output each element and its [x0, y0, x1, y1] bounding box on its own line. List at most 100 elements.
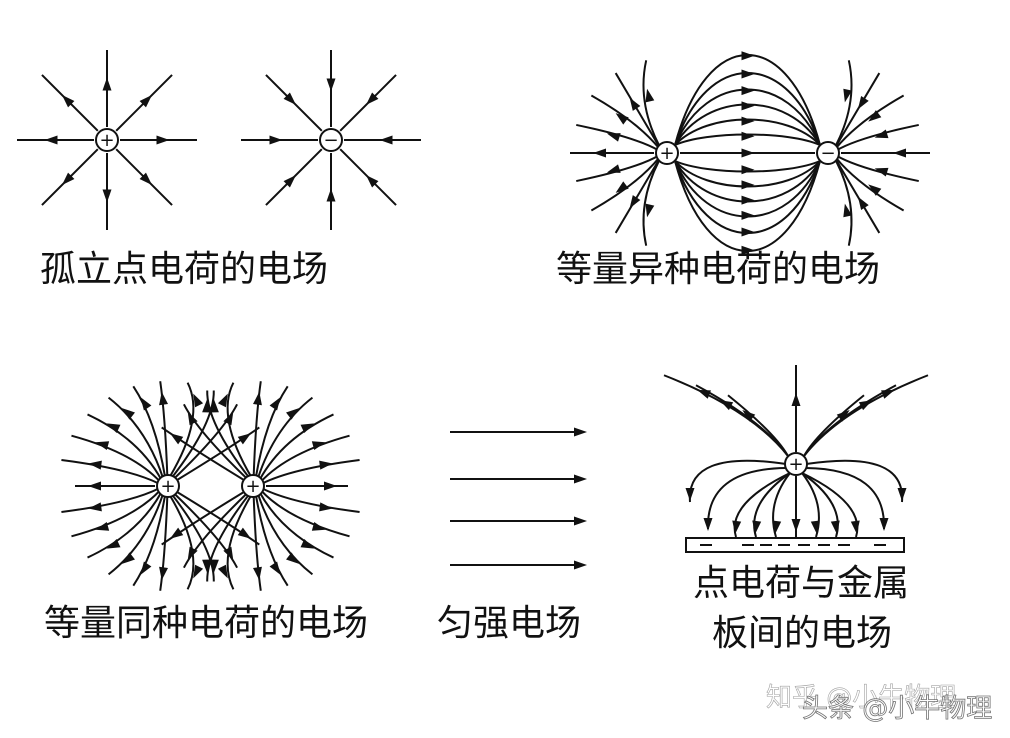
same-field-line: [254, 494, 289, 587]
field-arrow: [574, 560, 587, 570]
field-arrow: [121, 552, 135, 564]
plate-field-line: [801, 472, 820, 538]
field-arrow: [857, 196, 869, 211]
field-arrow: [574, 474, 587, 484]
field-arrow: [791, 393, 801, 406]
field-arrow: [741, 116, 755, 126]
same-field-line: [132, 494, 167, 587]
svg-text:−: −: [323, 130, 338, 151]
caption-isolated: 孤立点电荷的电场: [40, 249, 328, 290]
positive-charge-left-pair: +: [156, 474, 180, 498]
positive-charge-plate: +: [784, 452, 808, 476]
uniform-field-diagram: [450, 427, 587, 570]
field-arrow: [140, 397, 152, 411]
svg-text:+: +: [788, 454, 803, 475]
field-arrow: [843, 203, 853, 218]
field-arrow: [893, 148, 906, 158]
same-field-line: [252, 494, 262, 591]
same-field-line: [261, 487, 360, 513]
field-arrow: [319, 502, 333, 512]
plate-field-line: [663, 374, 789, 457]
same-field-line: [61, 487, 160, 513]
same-field-line: [183, 403, 249, 480]
plate-field-line: [801, 472, 859, 538]
field-arrow: [62, 95, 75, 108]
field-arrow: [615, 181, 629, 193]
outer-field-line: [835, 123, 919, 152]
field-arrow: [752, 520, 762, 534]
field-arrow: [574, 516, 587, 526]
same-field-line: [161, 426, 247, 482]
field-arrow: [741, 210, 755, 220]
negative-charge-isolated: −: [319, 128, 343, 152]
svg-text:+: +: [245, 476, 260, 497]
field-arrow: [269, 397, 281, 411]
field-arrow: [269, 561, 281, 575]
dipole-field-line: [674, 160, 821, 252]
same-field-line: [71, 489, 161, 538]
field-arrow: [741, 180, 755, 190]
field-arrow: [300, 539, 315, 549]
field-arrow: [741, 148, 755, 158]
field-arrow: [283, 175, 296, 188]
outer-field-line: [835, 159, 881, 234]
field-arrow: [223, 411, 234, 426]
same-field-line: [107, 493, 165, 576]
field-arrow: [311, 522, 326, 531]
outer-field-line: [590, 157, 660, 212]
field-arrow: [629, 195, 641, 209]
field-arrow: [326, 78, 336, 92]
field-arrow: [742, 409, 756, 422]
field-arrow: [685, 488, 695, 501]
field-arrow: [237, 433, 252, 445]
plate-field-line: [803, 374, 929, 457]
caption-plate-line1: 点电荷与金属: [693, 563, 909, 604]
field-arrow: [703, 518, 713, 531]
same-field-line: [252, 381, 262, 478]
field-arrow: [741, 195, 755, 205]
field-arrow: [741, 101, 755, 111]
field-arrow: [202, 399, 212, 413]
same-field-line: [174, 426, 260, 482]
same-field-line: [260, 434, 350, 483]
field-arrow: [156, 135, 170, 145]
outer-field-line: [835, 160, 853, 246]
field-arrow: [366, 175, 379, 188]
caption-opposite: 等量异种电荷的电场: [556, 249, 880, 290]
isolated-charges-diagram: [17, 50, 421, 230]
field-arrow: [319, 460, 333, 470]
outer-field-line: [835, 157, 905, 212]
positive-charge-isolated: +: [95, 128, 119, 152]
field-arrow: [615, 113, 629, 125]
field-arrow: [874, 167, 889, 177]
field-arrow: [193, 564, 204, 579]
field-arrow: [209, 559, 219, 573]
plate-field-line: [688, 459, 787, 503]
same-field-line: [174, 490, 260, 546]
field-arrow: [193, 393, 204, 408]
field-arrow: [697, 389, 711, 399]
positive-charge-dipole: +: [655, 141, 679, 165]
field-arrow: [791, 519, 801, 532]
field-arrow: [187, 411, 198, 426]
outer-field-line: [642, 160, 660, 246]
same-field-line: [170, 493, 215, 582]
field-arrow: [772, 520, 782, 534]
same-field-line: [172, 492, 238, 569]
same-field-line: [256, 493, 314, 576]
field-arrow: [140, 561, 152, 575]
field-arrow: [741, 245, 755, 255]
plate-field-line: [733, 472, 791, 538]
field-arrow: [253, 566, 262, 581]
same-field-line: [159, 494, 169, 591]
same-field-line: [172, 403, 238, 480]
same-field-line: [258, 491, 334, 559]
field-arrow: [95, 441, 110, 450]
field-arrow: [857, 95, 869, 110]
field-arrow: [223, 546, 234, 561]
field-arrow: [606, 164, 621, 173]
positive-charge-right-pair: +: [241, 474, 265, 498]
field-arrow: [868, 110, 882, 122]
field-arrow: [741, 131, 755, 141]
